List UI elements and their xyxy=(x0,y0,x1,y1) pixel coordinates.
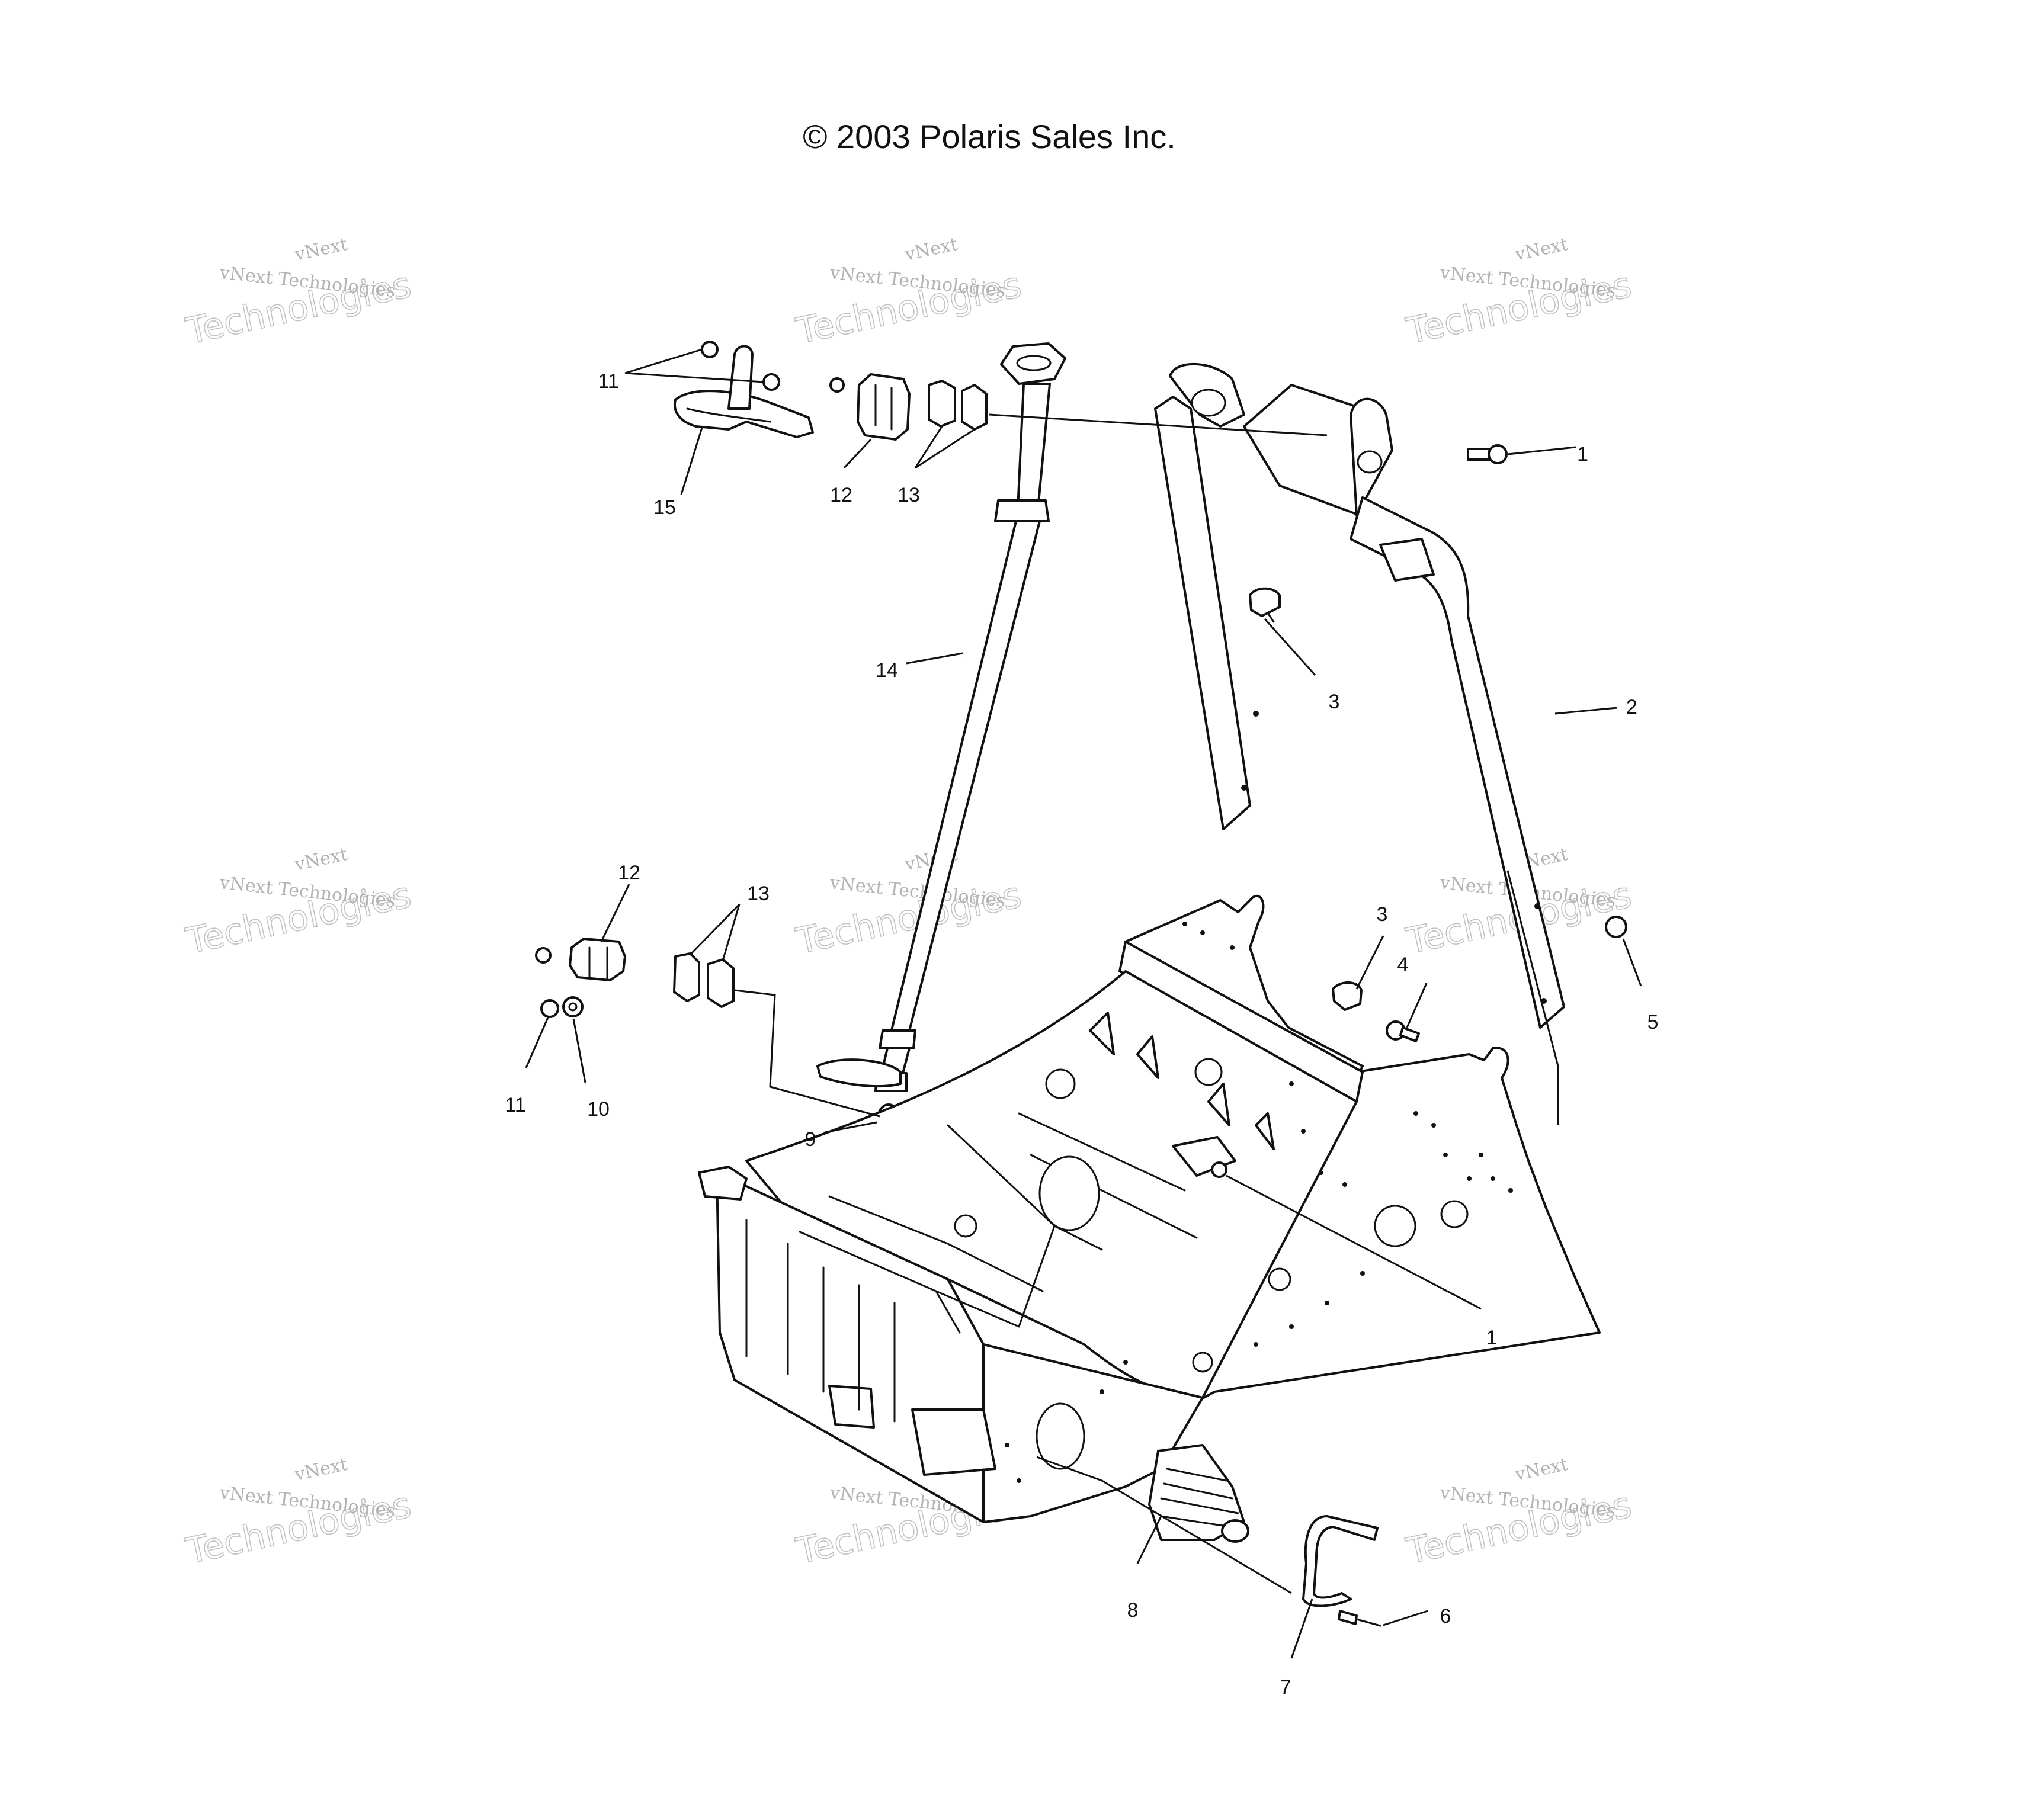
part-11-nut-lower xyxy=(540,999,559,1018)
watermark: vNext vNext Technologies Technologies xyxy=(792,234,1025,353)
part-7-bracket xyxy=(1302,1515,1379,1607)
callout-11-top: 11 xyxy=(598,370,618,393)
callout-1-top: 1 xyxy=(1577,443,1588,466)
part-12-clamp-lower xyxy=(535,938,626,981)
nut-11-upper-b xyxy=(762,373,780,391)
callout-6: 6 xyxy=(1440,1605,1451,1628)
callout-10: 10 xyxy=(587,1098,610,1121)
copyright-text: © 2003 Polaris Sales Inc. xyxy=(803,118,1176,155)
part-13-clamp-upper xyxy=(928,380,988,431)
callout-5: 5 xyxy=(1647,1011,1659,1033)
nut-11-upper-a xyxy=(701,341,719,358)
watermark: vNext vNext Technologies Technologies xyxy=(182,1454,415,1573)
callout-3-lower: 3 xyxy=(1377,903,1388,926)
part-1-bolt-lower xyxy=(1172,1136,1236,1178)
watermark: vNext vNext Technologies Technologies xyxy=(792,844,1025,963)
part-8-boot xyxy=(1148,1444,1249,1543)
part-15-bracket xyxy=(673,345,814,438)
chassis-frame xyxy=(698,894,1601,1523)
callout-15: 15 xyxy=(653,496,676,519)
callout-labels: 11 15 12 13 1 14 3 2 12 13 3 4 5 11 10 9… xyxy=(505,370,1658,1699)
part-6-screw xyxy=(1338,1610,1381,1627)
part-1-bolt-upper xyxy=(1467,444,1508,464)
part-3-clip-upper xyxy=(1249,587,1281,623)
part-4-bolt xyxy=(1386,1020,1420,1042)
watermark-line-1: vNext xyxy=(292,844,349,875)
part-12-clamp-upper xyxy=(829,373,911,441)
watermark-line-1: vNext xyxy=(902,234,959,265)
callout-1-bottom: 1 xyxy=(1486,1327,1498,1349)
watermark-line-1: vNext xyxy=(1512,234,1569,265)
part-2-steering-support xyxy=(1154,363,1565,1029)
callout-12-bottom: 12 xyxy=(618,862,640,884)
leader-lines xyxy=(525,348,1642,1659)
watermark: vNext vNext Technologies Technologies xyxy=(1402,234,1636,353)
callout-2: 2 xyxy=(1626,696,1637,718)
part-13-clamp-lower xyxy=(673,952,735,1008)
callout-3-upper: 3 xyxy=(1329,691,1340,713)
callout-4: 4 xyxy=(1397,954,1409,976)
callout-13-top: 13 xyxy=(897,484,920,506)
part-5-nut xyxy=(1605,916,1627,938)
callout-11-bottom: 11 xyxy=(505,1094,525,1116)
watermark: vNext vNext Technologies Technologies xyxy=(1402,1454,1636,1573)
callout-8: 8 xyxy=(1127,1599,1139,1622)
part-3-clip-lower xyxy=(1332,981,1363,1011)
callout-14: 14 xyxy=(876,659,898,682)
watermark-line-1: vNext xyxy=(292,1454,349,1485)
callout-7: 7 xyxy=(1280,1676,1291,1699)
callout-13-bottom: 13 xyxy=(747,882,770,905)
part-14-steering-post xyxy=(816,342,1066,1092)
watermark: vNext vNext Technologies Technologies xyxy=(182,234,415,353)
part-10-washer xyxy=(562,996,584,1017)
watermark-line-1: vNext xyxy=(292,234,349,265)
watermark: vNext vNext Technologies Technologies xyxy=(182,844,415,963)
callout-9: 9 xyxy=(805,1128,816,1151)
callout-12-top: 12 xyxy=(830,484,852,506)
watermark-line-1: vNext xyxy=(1512,1454,1569,1485)
